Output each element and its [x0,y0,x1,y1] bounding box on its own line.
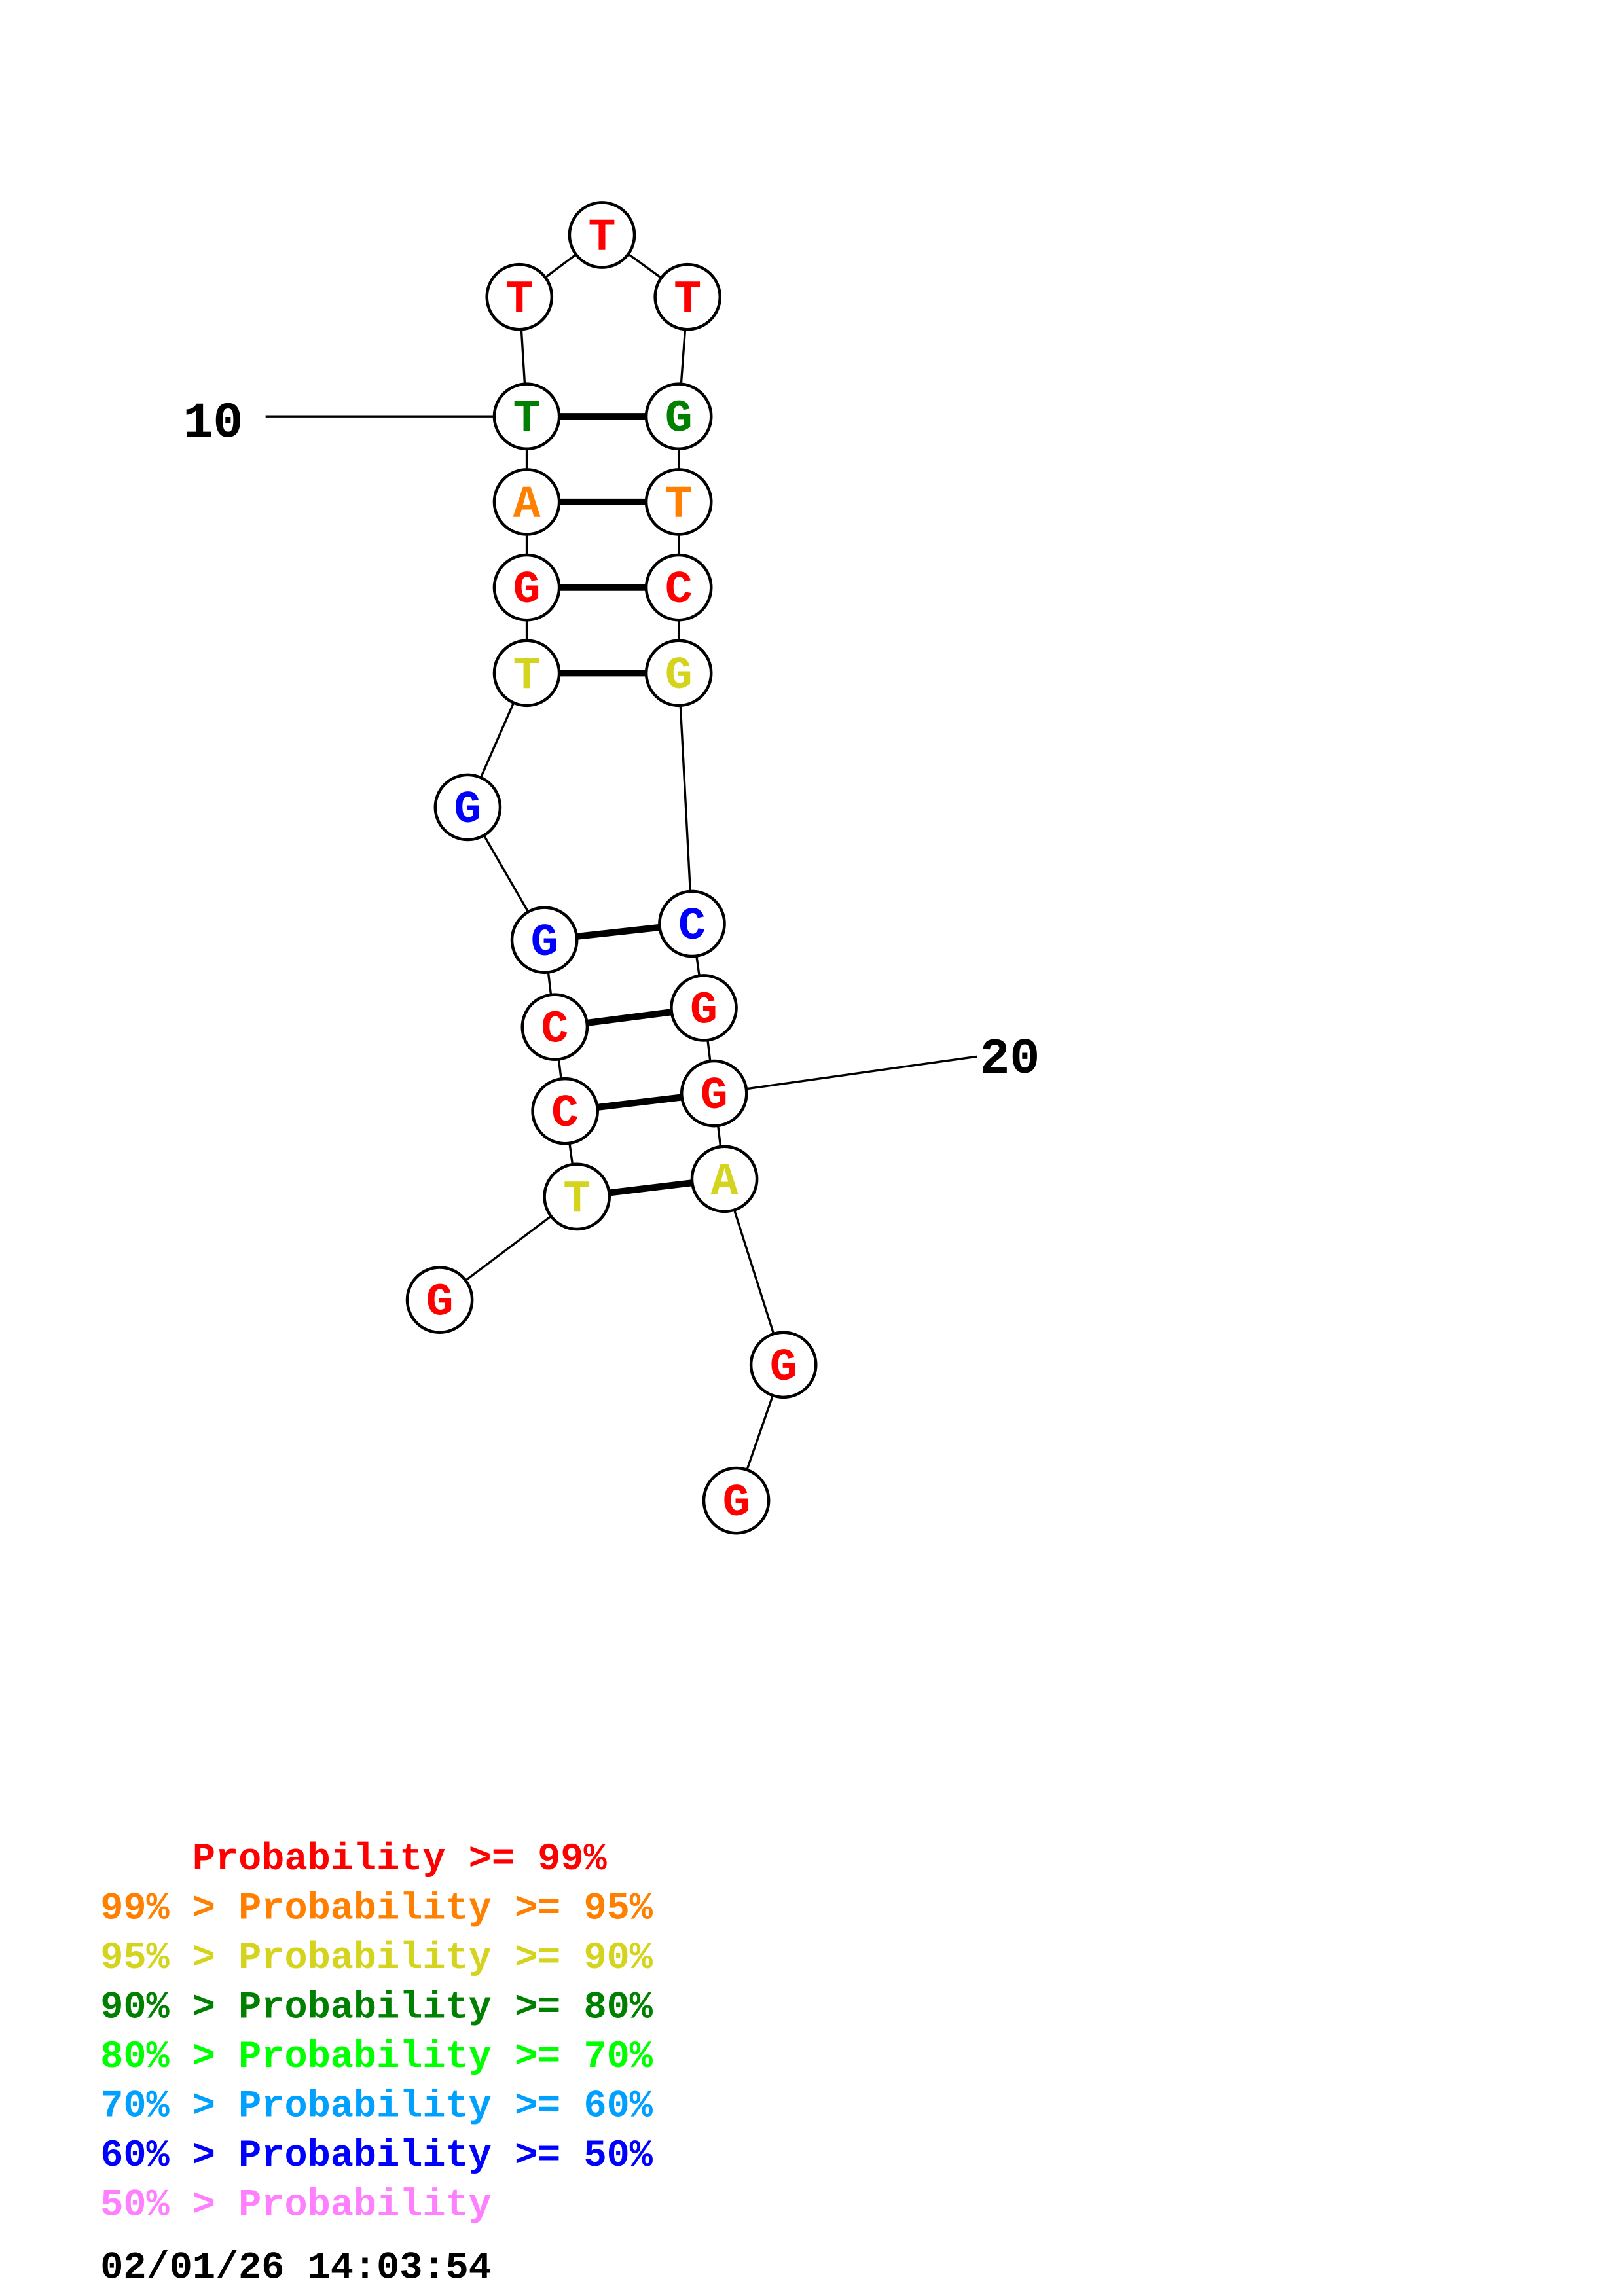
backbone-segment [677,673,693,924]
legend-entry: 70% > Probability >= 60% [100,2085,653,2128]
position-label-line [714,1055,977,1095]
nucleotide-base: G [690,984,718,1036]
nucleotide-circle [644,553,713,622]
nucleotide: T [492,639,561,708]
nucleotide-circle [492,382,561,451]
nucleotide: A [492,468,561,536]
nucleotide-base: T [505,274,533,325]
nucleotide-circle [492,639,561,708]
nucleotide-base: C [551,1088,579,1139]
nucleotide-circle [680,1059,748,1128]
legend-entry: 99% > Probability >= 95% [100,1887,653,1931]
nucleotide-circle [543,1162,611,1231]
backbone-lines [439,234,785,1501]
nucleotide: G [433,773,502,842]
nucleotide: G [405,1266,474,1334]
position-labels: 10 20 [183,396,1040,1095]
nucleotide-circle [702,1466,771,1535]
nucleotide-circle [485,262,554,331]
nucleotide-base: G [454,784,481,836]
nucleotide: T [485,262,554,331]
nucleotide-circle [405,1266,474,1334]
legend-entry: Probability >= 99% [100,1837,607,1881]
nucleotide: G [680,1059,748,1128]
nucleotide-base: T [513,650,541,702]
nucleotide-circle [510,906,579,975]
nucleotide-base: T [513,393,541,445]
nucleotide-base: G [665,393,693,445]
nucleotide-circle [568,201,636,269]
nucleotide-base: G [513,564,541,616]
nucleotide-base: A [711,1156,739,1208]
nucleotide-base: T [589,212,616,264]
nucleotide: G [644,382,713,451]
nucleotide-base: G [701,1070,728,1122]
legend-entry: 60% > Probability >= 50% [100,2134,653,2178]
nucleotide: C [644,553,713,622]
legend-entry: 80% > Probability >= 70% [100,2035,653,2079]
nucleotide-circle [653,262,722,331]
nucleotide: G [492,553,561,622]
nucleotide-base: T [665,478,693,530]
nucleotide-base: G [770,1342,797,1393]
nucleotide-base: C [678,901,706,952]
legend-entry: 90% > Probability >= 80% [100,1986,653,2030]
nucleotide: T [644,468,713,536]
nucleotide: T [653,262,722,331]
nucleotide-circle [492,553,561,622]
probability-legend: Probability >= 99% 99% > Probability >= 9… [100,1837,653,2227]
nucleotide: T [543,1162,611,1231]
nucleotide-base: G [426,1277,454,1329]
nucleotide-base: G [531,917,558,969]
nucleotide-base: A [513,478,541,530]
nucleotide-circle [531,1077,599,1145]
nucleotide: A [690,1145,759,1213]
timestamp: 02/01/26 14:03:54 [100,2246,492,2289]
nucleotide-circle [658,889,726,958]
nucleotide-circle [749,1331,818,1399]
nucleotide-base: C [665,564,693,616]
nucleotide-circle [644,639,713,708]
nucleotide-base: C [541,1004,568,1056]
nucleotide-circle [644,382,713,451]
nucleotide: G [644,639,713,708]
position-label: 10 [183,396,243,453]
nucleotide: G [702,1466,771,1535]
nucleotide: T [492,382,561,451]
nucleotide-circle [520,993,589,1062]
nucleotide-base: G [723,1477,750,1529]
nucleotide-circle [670,974,738,1042]
nucleotide-circle [492,468,561,536]
nucleotide-base: T [563,1174,591,1225]
nucleotide: G [670,974,738,1042]
nucleotide-circle [433,773,502,842]
nucleotide-base: G [665,650,693,702]
nucleotide: G [510,906,579,975]
legend-entry: 95% > Probability >= 90% [100,1936,653,1980]
nucleotide: T [568,201,636,269]
nucleotide: C [520,993,589,1062]
nucleotide: C [658,889,726,958]
nucleotide-base: T [674,274,701,325]
nucleotide-circle [644,468,713,536]
legend-entry: 50% > Probability [100,2183,492,2227]
nucleotide-circle [690,1145,759,1213]
position-label: 20 [979,1031,1040,1088]
nucleotide: C [531,1077,599,1145]
nucleotide: G [749,1331,818,1399]
